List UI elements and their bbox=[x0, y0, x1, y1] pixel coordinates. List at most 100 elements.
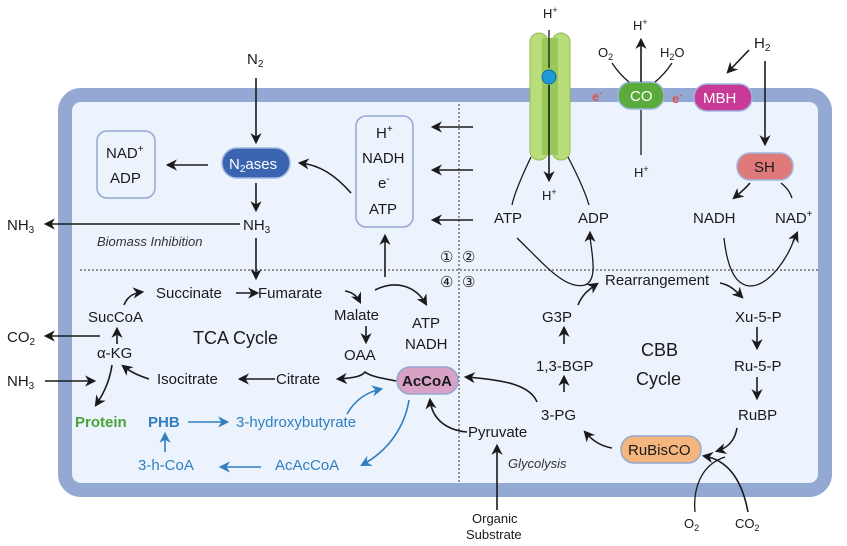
svg-text:MBH: MBH bbox=[703, 90, 736, 107]
cbb-xu5p: Xu-5-P bbox=[735, 309, 782, 326]
nh3-uptake-label: NH3 bbox=[7, 373, 35, 392]
arrow-co2-to-rubisco bbox=[701, 451, 749, 513]
cbb-3pg: 3-PG bbox=[541, 407, 576, 424]
arrow-hydroxybutyrate-accoa bbox=[346, 385, 384, 415]
svg-text:CO: CO bbox=[630, 88, 653, 105]
cbb-cycle-title-1: CBB bbox=[641, 340, 678, 360]
channel-line-atp bbox=[511, 156, 532, 206]
nadh-nad-loop bbox=[723, 235, 796, 287]
accoa-badge[interactable]: AcCoA bbox=[396, 366, 459, 395]
cbb-pyruvate: Pyruvate bbox=[468, 424, 527, 441]
arrow-rearrangement-xu5p bbox=[719, 282, 744, 299]
svg-text:H+: H+ bbox=[376, 124, 393, 142]
arrow-fumarate-malate bbox=[344, 290, 362, 305]
n2-label: N2 bbox=[247, 51, 264, 70]
arrow-accoa-acaccoa bbox=[360, 399, 410, 467]
adp-label-q2: ADP bbox=[578, 210, 609, 227]
cbb-rearrangement: Rearrangement bbox=[605, 272, 710, 289]
h-plus-co-out: H+ bbox=[633, 17, 648, 33]
svg-text:NADH: NADH bbox=[362, 150, 405, 167]
arrow-g3p-rearrangement bbox=[577, 282, 599, 306]
organic-substrate-line2: Substrate bbox=[466, 527, 522, 542]
cbb-ru5p: Ru-5-P bbox=[734, 358, 782, 375]
nadh-label-q2: NADH bbox=[693, 210, 736, 227]
svg-text:ATP: ATP bbox=[369, 201, 397, 218]
proton-ball-icon bbox=[541, 69, 557, 85]
organic-substrate-line1: Organic bbox=[472, 511, 518, 526]
arrow-rubp-rubisco bbox=[714, 427, 738, 455]
nh3-internal-label: NH3 bbox=[243, 217, 271, 236]
co2-release-label: CO2 bbox=[7, 329, 36, 348]
tca-oaa: OAA bbox=[344, 347, 376, 364]
sh-badge[interactable]: SH bbox=[736, 152, 794, 181]
arrow-pyruvate-accoa bbox=[425, 397, 468, 433]
arrow-3pg-accoa bbox=[463, 372, 538, 403]
tca-isocitrate: Isocitrate bbox=[157, 371, 218, 388]
mbh-badge[interactable]: MBH bbox=[693, 83, 753, 112]
svg-text:AcCoA: AcCoA bbox=[402, 373, 452, 390]
svg-text:NAD+: NAD+ bbox=[106, 144, 144, 162]
quadrant-marker-3: ③ bbox=[462, 274, 475, 291]
electron-label-2: e- bbox=[672, 90, 682, 106]
svg-text:RuBisCO: RuBisCO bbox=[628, 442, 691, 459]
protein-label: Protein bbox=[75, 414, 127, 431]
nitrogenase-badge[interactable]: N2ases bbox=[221, 147, 291, 179]
quadrant-marker-4: ④ bbox=[440, 274, 453, 291]
line-o2-to-rubisco bbox=[694, 456, 726, 513]
cbb-cycle-title-2: Cycle bbox=[636, 369, 681, 389]
arrow-sh-to-nadh bbox=[732, 182, 751, 200]
tca-citrate: Citrate bbox=[276, 371, 320, 388]
channel-line-adp bbox=[567, 156, 590, 206]
hydroxybutyrate-label: 3-hydroxybutyrate bbox=[236, 414, 356, 431]
arrow-energy-to-nitrogenase bbox=[297, 158, 352, 194]
h-plus-outside-channel: H+ bbox=[543, 5, 558, 21]
arrow-akg-protein bbox=[94, 364, 113, 407]
glycolysis-label: Glycolysis bbox=[508, 456, 567, 471]
arrow-succoa-succinate bbox=[123, 287, 145, 306]
electron-label-1: e- bbox=[592, 88, 602, 104]
biomass-inhibition-label: Biomass Inhibition bbox=[97, 234, 203, 249]
arrow-to-atp-nadh bbox=[374, 284, 428, 306]
acaccoa-label: AcAcCoA bbox=[275, 457, 339, 474]
tca-fumarate: Fumarate bbox=[258, 285, 322, 302]
tca-succinate: Succinate bbox=[156, 285, 222, 302]
tca-malate: Malate bbox=[334, 307, 379, 324]
co-dehydrogenase-badge[interactable]: CO bbox=[617, 81, 665, 110]
arrow-isocitrate-akg bbox=[121, 364, 150, 380]
svg-text:N2ases: N2ases bbox=[229, 156, 277, 175]
nad-plus-label-q2: NAD+ bbox=[775, 209, 813, 227]
o2-bottom-label: O2 bbox=[684, 516, 699, 533]
cell-wall bbox=[58, 88, 832, 497]
svg-text:ADP: ADP bbox=[110, 170, 141, 187]
arrow-to-nad bbox=[788, 230, 799, 244]
tca-succoa: SucCoA bbox=[88, 309, 143, 326]
tca-nadh: NADH bbox=[405, 336, 448, 353]
h-plus-inside-channel: H+ bbox=[542, 187, 557, 203]
line-co-to-h2o bbox=[654, 62, 673, 83]
cbb-bgp: 1,3-BGP bbox=[536, 358, 594, 375]
co2-bottom-label: CO2 bbox=[735, 516, 760, 533]
h-coa-label: 3-h-CoA bbox=[138, 457, 194, 474]
atp-label-q2: ATP bbox=[494, 210, 522, 227]
svg-text:e-: e- bbox=[378, 174, 390, 192]
nad-adp-box: NAD+ ADP bbox=[96, 130, 156, 199]
cbb-rubp: RuBP bbox=[738, 407, 777, 424]
svg-text:SH: SH bbox=[754, 159, 775, 176]
rubisco-badge[interactable]: RuBisCO bbox=[620, 435, 702, 464]
atp-synthase-channel[interactable] bbox=[529, 30, 571, 183]
quadrant-marker-2: ② bbox=[462, 249, 475, 266]
h2-label: H2 bbox=[754, 35, 771, 54]
o2-top-label: O2 bbox=[598, 45, 613, 62]
quadrant-marker-1: ① bbox=[440, 249, 453, 266]
tca-atp: ATP bbox=[412, 315, 440, 332]
h-plus-below-co: H+ bbox=[634, 164, 649, 180]
tca-cycle-title: TCA Cycle bbox=[193, 328, 278, 348]
line-sh-to-nad bbox=[780, 182, 793, 199]
nh3-export-label: NH3 bbox=[7, 217, 35, 236]
atp-adp-loop bbox=[516, 236, 594, 287]
arrow-h2-to-mbh bbox=[726, 49, 750, 74]
cbb-g3p: G3P bbox=[542, 309, 572, 326]
line-o2-to-co bbox=[611, 62, 630, 83]
h2o-label: H2O bbox=[660, 45, 685, 62]
